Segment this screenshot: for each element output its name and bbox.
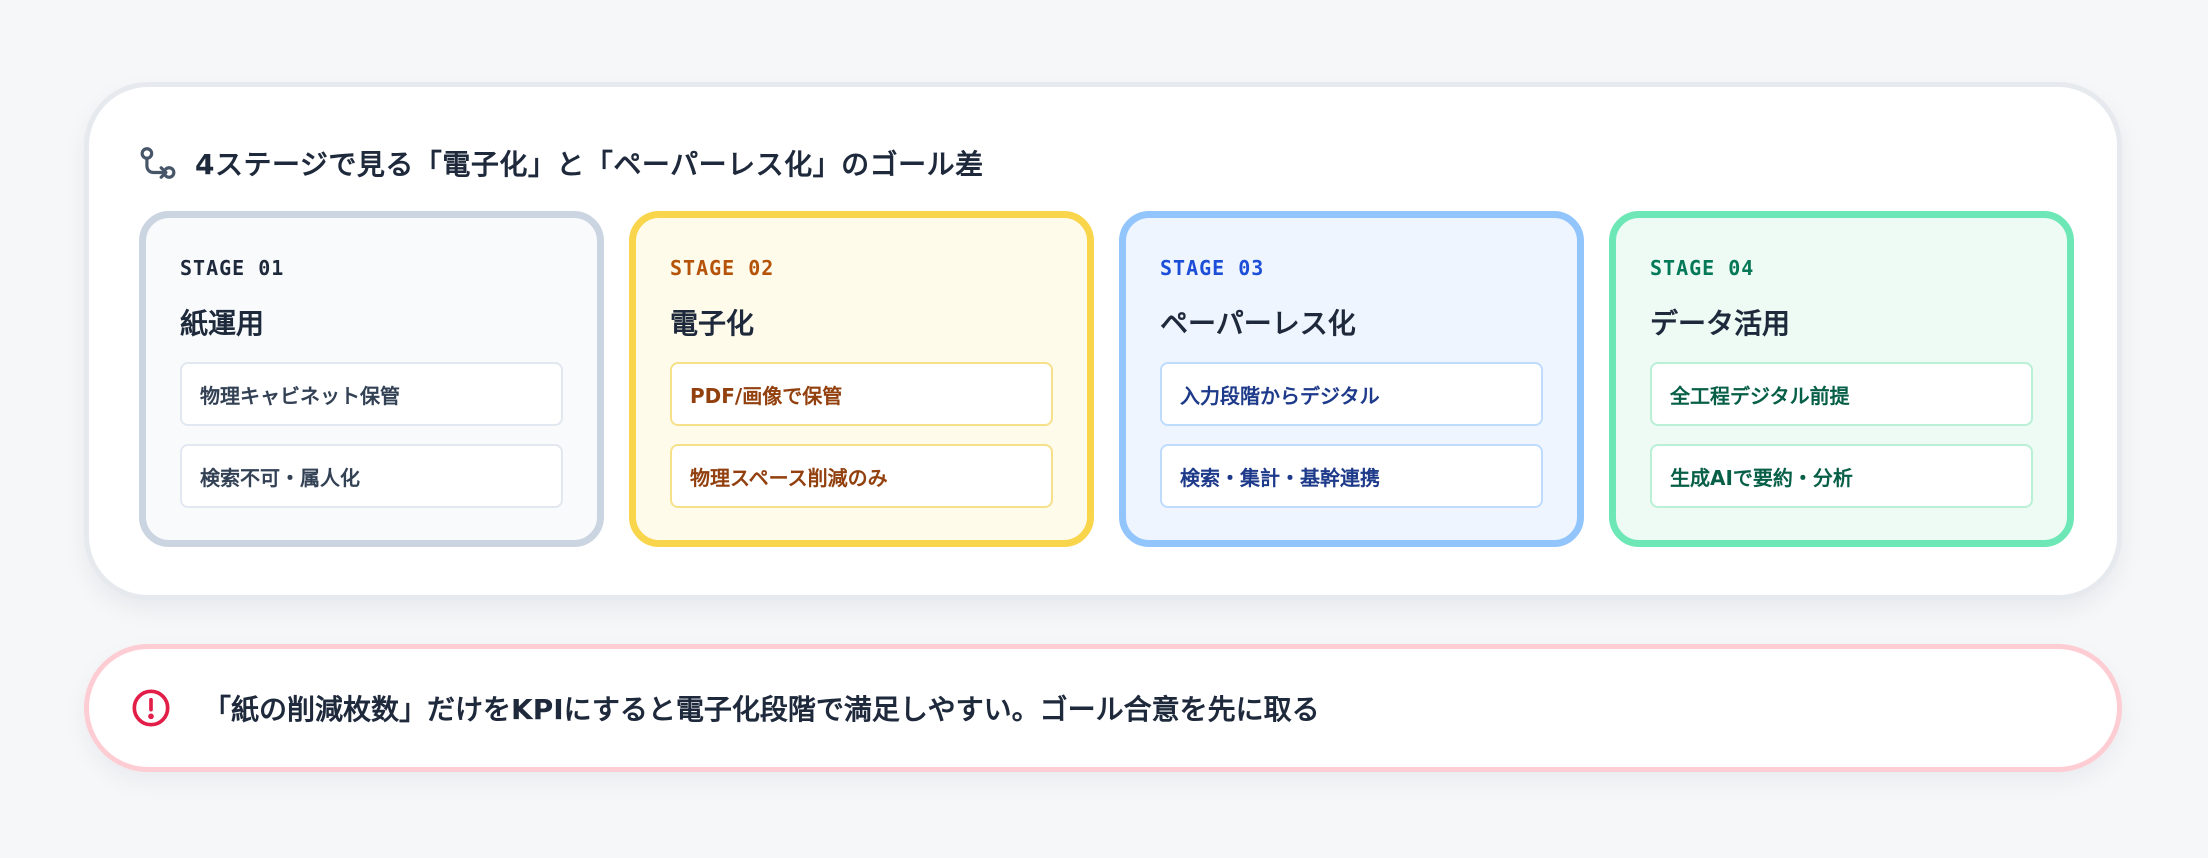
stage-code: STAGE 03 (1160, 256, 1265, 280)
stage-card-02: STAGE 02 電子化 PDF/画像で保管 物理スペース削減のみ (629, 211, 1094, 547)
stage-item: 入力段階からデジタル (1160, 362, 1543, 426)
stage-item: 検索・集計・基幹連携 (1160, 444, 1543, 508)
panel-title: 4ステージで見る「電子化」と「ペーパーレス化」のゴール差 (195, 148, 984, 181)
stage-items: 入力段階からデジタル 検索・集計・基幹連携 (1160, 362, 1543, 508)
stage-item: 物理スペース削減のみ (670, 444, 1053, 508)
panel-header: 4ステージで見る「電子化」と「ペーパーレス化」のゴール差 (139, 143, 984, 183)
stage-name: 紙運用 (180, 307, 265, 340)
stage-name: ペーパーレス化 (1160, 307, 1356, 340)
stage-item: 全工程デジタル前提 (1650, 362, 2033, 426)
stage-item: 生成AIで要約・分析 (1650, 444, 2033, 508)
stage-code: STAGE 04 (1650, 256, 1755, 280)
stage-code: STAGE 01 (180, 256, 285, 280)
alert-circle-icon (131, 688, 171, 728)
stage-name: データ活用 (1650, 307, 1791, 340)
warning-callout: 「紙の削減枚数」だけをKPIにすると電子化段階で満足しやすい。ゴール合意を先に取… (84, 644, 2122, 772)
stage-item: 物理キャビネット保管 (180, 362, 563, 426)
stage-list: STAGE 01 紙運用 物理キャビネット保管 検索不可・属人化 STAGE 0… (139, 211, 2074, 547)
stage-items: 全工程デジタル前提 生成AIで要約・分析 (1650, 362, 2033, 508)
stage-items: PDF/画像で保管 物理スペース削減のみ (670, 362, 1053, 508)
stage-card-04: STAGE 04 データ活用 全工程デジタル前提 生成AIで要約・分析 (1609, 211, 2074, 547)
stage-card-01: STAGE 01 紙運用 物理キャビネット保管 検索不可・属人化 (139, 211, 604, 547)
stage-items: 物理キャビネット保管 検索不可・属人化 (180, 362, 563, 508)
stage-name: 電子化 (670, 307, 755, 340)
stages-panel: 4ステージで見る「電子化」と「ペーパーレス化」のゴール差 STAGE 01 紙運… (84, 82, 2122, 600)
stage-item: 検索不可・属人化 (180, 444, 563, 508)
stage-item: PDF/画像で保管 (670, 362, 1053, 426)
git-branch-icon (139, 144, 177, 182)
stage-code: STAGE 02 (670, 256, 775, 280)
stage-card-03: STAGE 03 ペーパーレス化 入力段階からデジタル 検索・集計・基幹連携 (1119, 211, 1584, 547)
warning-text: 「紙の削減枚数」だけをKPIにすると電子化段階で満足しやすい。ゴール合意を先に取… (203, 693, 1320, 726)
